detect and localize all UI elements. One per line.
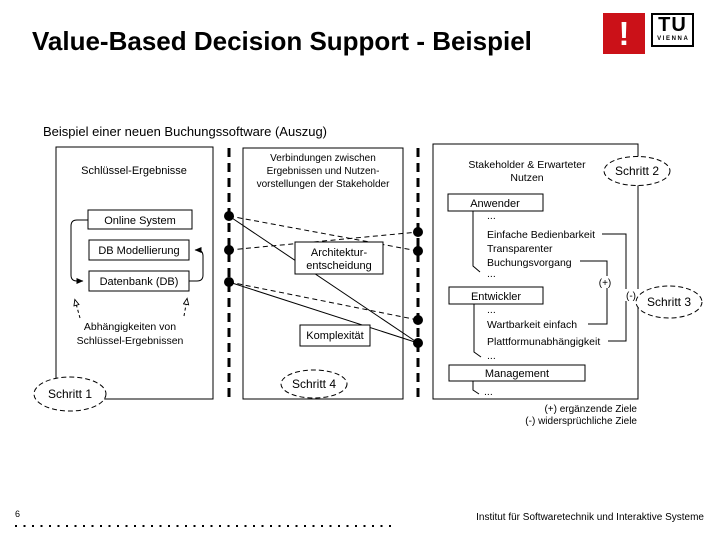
node-db-modellierung — [88, 239, 190, 261]
connection-solid-1 — [228, 215, 419, 344]
institute-name: Institut für Softwaretechnik und Interak… — [476, 512, 704, 523]
anwender-item-transparenter: Transparenter — [487, 243, 553, 255]
entwickler-item-ellipsis-top: ... — [487, 304, 496, 316]
group-management-box — [448, 364, 586, 382]
minus-bracket — [602, 233, 627, 342]
node-komplexitaet-label: Komplexität — [306, 330, 363, 342]
anwender-item-ellipsis-top: ... — [487, 210, 496, 222]
plus-bracket — [580, 260, 608, 325]
node-datenbank-label: Datenbank (DB) — [100, 276, 179, 288]
node-architektur-label-line1: Architektur- — [311, 247, 368, 259]
tu-logo-box: TU VIENNA — [651, 13, 694, 47]
right-panel — [432, 143, 639, 400]
step4-label: Schritt 4 — [292, 377, 336, 391]
step3-oval — [635, 285, 703, 319]
right-dot-3 — [413, 315, 423, 325]
anwender-item-ellipsis-bottom: ... — [487, 268, 496, 280]
right-panel-label-line1: Stakeholder & Erwarteter — [468, 159, 586, 171]
diagram-heading: Beispiel einer neuen Buchungssoftware (A… — [43, 124, 328, 139]
goal-legend: (+) ergänzende Ziele (-) widersprüchlich… — [525, 404, 637, 427]
left-dot-1 — [224, 211, 234, 221]
plus-label: (+) — [599, 278, 612, 289]
loop-arrow-left — [70, 219, 88, 284]
right-dot-1 — [413, 227, 423, 237]
left-panel-label: Schlüssel-Ergebnisse — [81, 165, 187, 177]
anwender-item-bedienbarkeit: Einfache Bedienbarkeit — [487, 229, 595, 241]
minus-label-bg — [622, 289, 639, 301]
connection-lines — [228, 215, 419, 344]
right-dot-2 — [413, 246, 423, 256]
middle-panel-label-line2: Ergebnissen und Nutzen- — [267, 166, 380, 177]
dependency-annotation-line2: Schlüssel-Ergebnissen — [77, 335, 184, 347]
step3-label: Schritt 3 — [647, 295, 691, 309]
middle-panel-content: Verbindungen zwischen Ergebnissen und Nu… — [257, 153, 391, 399]
plus-label-bg — [595, 276, 616, 288]
node-architekturentscheidung — [294, 241, 384, 275]
entwickler-item-plattform: Plattformunabhängigkeit — [487, 336, 600, 348]
entwickler-item-wartbarkeit: Wartbarkeit einfach — [487, 319, 577, 331]
tu-logo-text: TU — [658, 14, 687, 36]
exclamation-glyph: ! — [618, 15, 630, 52]
group-entwickler-box — [448, 286, 544, 305]
node-online-system — [87, 209, 193, 230]
step2-oval — [603, 156, 671, 186]
connection-dashed-1 — [228, 215, 419, 252]
left-panel-content: Schlüssel-Ergebnisse Online System DB Mo… — [33, 165, 204, 412]
left-dot-2 — [224, 245, 234, 255]
page-number: 6 — [15, 509, 21, 519]
node-komplexitaet — [299, 324, 371, 347]
group-anwender-label: Anwender — [470, 198, 520, 210]
node-db-modellierung-label: DB Modellierung — [98, 245, 179, 257]
connection-dashed-2 — [228, 231, 419, 251]
management-item-ellipsis: ... — [484, 386, 493, 398]
management-connector — [472, 381, 480, 395]
exclamation-logo-icon: ! — [603, 13, 645, 54]
step4-oval — [280, 369, 348, 399]
right-panel-content: Stakeholder & Erwarteter Nutzen (+) (-) … — [447, 156, 703, 398]
entwickler-connector — [473, 304, 482, 358]
slide-title: Value-Based Decision Support - Beispiel — [32, 26, 532, 56]
legend-plus: (+) ergänzende Ziele — [544, 404, 637, 415]
vienna-logo-text: VIENNA — [657, 36, 690, 42]
loop-arrow-right — [189, 247, 204, 282]
step1-oval — [33, 376, 107, 412]
separator-lines — [227, 148, 420, 398]
dependency-annotation-line1: Abhängigkeiten von — [84, 321, 176, 333]
step2-label: Schritt 2 — [615, 164, 659, 178]
node-architektur-label-line2: entscheidung — [306, 260, 371, 272]
connection-dashed-3 — [228, 281, 419, 321]
right-dot-4 — [413, 338, 423, 348]
anwender-item-buchungsvorgang: Buchungsvorgang — [487, 257, 572, 269]
middle-panel-label-line1: Verbindungen zwischen — [270, 153, 376, 164]
entwickler-item-ellipsis-bottom: ... — [487, 350, 496, 362]
middle-panel-label-line3: vorstellungen der Stakeholder — [257, 179, 391, 190]
node-online-system-label: Online System — [104, 215, 176, 227]
right-panel-label-line2: Nutzen — [510, 172, 543, 184]
anwender-connector — [472, 211, 481, 273]
group-anwender-box — [447, 193, 544, 212]
group-entwickler-label: Entwickler — [471, 291, 521, 303]
step1-label: Schritt 1 — [48, 387, 92, 401]
legend-minus: (-) widersprüchliche Ziele — [525, 416, 637, 427]
connection-solid-2 — [228, 281, 419, 344]
minus-label: (-) — [626, 291, 636, 302]
node-datenbank — [88, 270, 190, 292]
tu-vienna-logo: ! TU VIENNA — [603, 13, 694, 54]
group-management-label: Management — [485, 368, 549, 380]
junction-dots — [224, 211, 423, 348]
dependency-arrow-right — [184, 299, 187, 317]
left-dot-3 — [224, 277, 234, 287]
